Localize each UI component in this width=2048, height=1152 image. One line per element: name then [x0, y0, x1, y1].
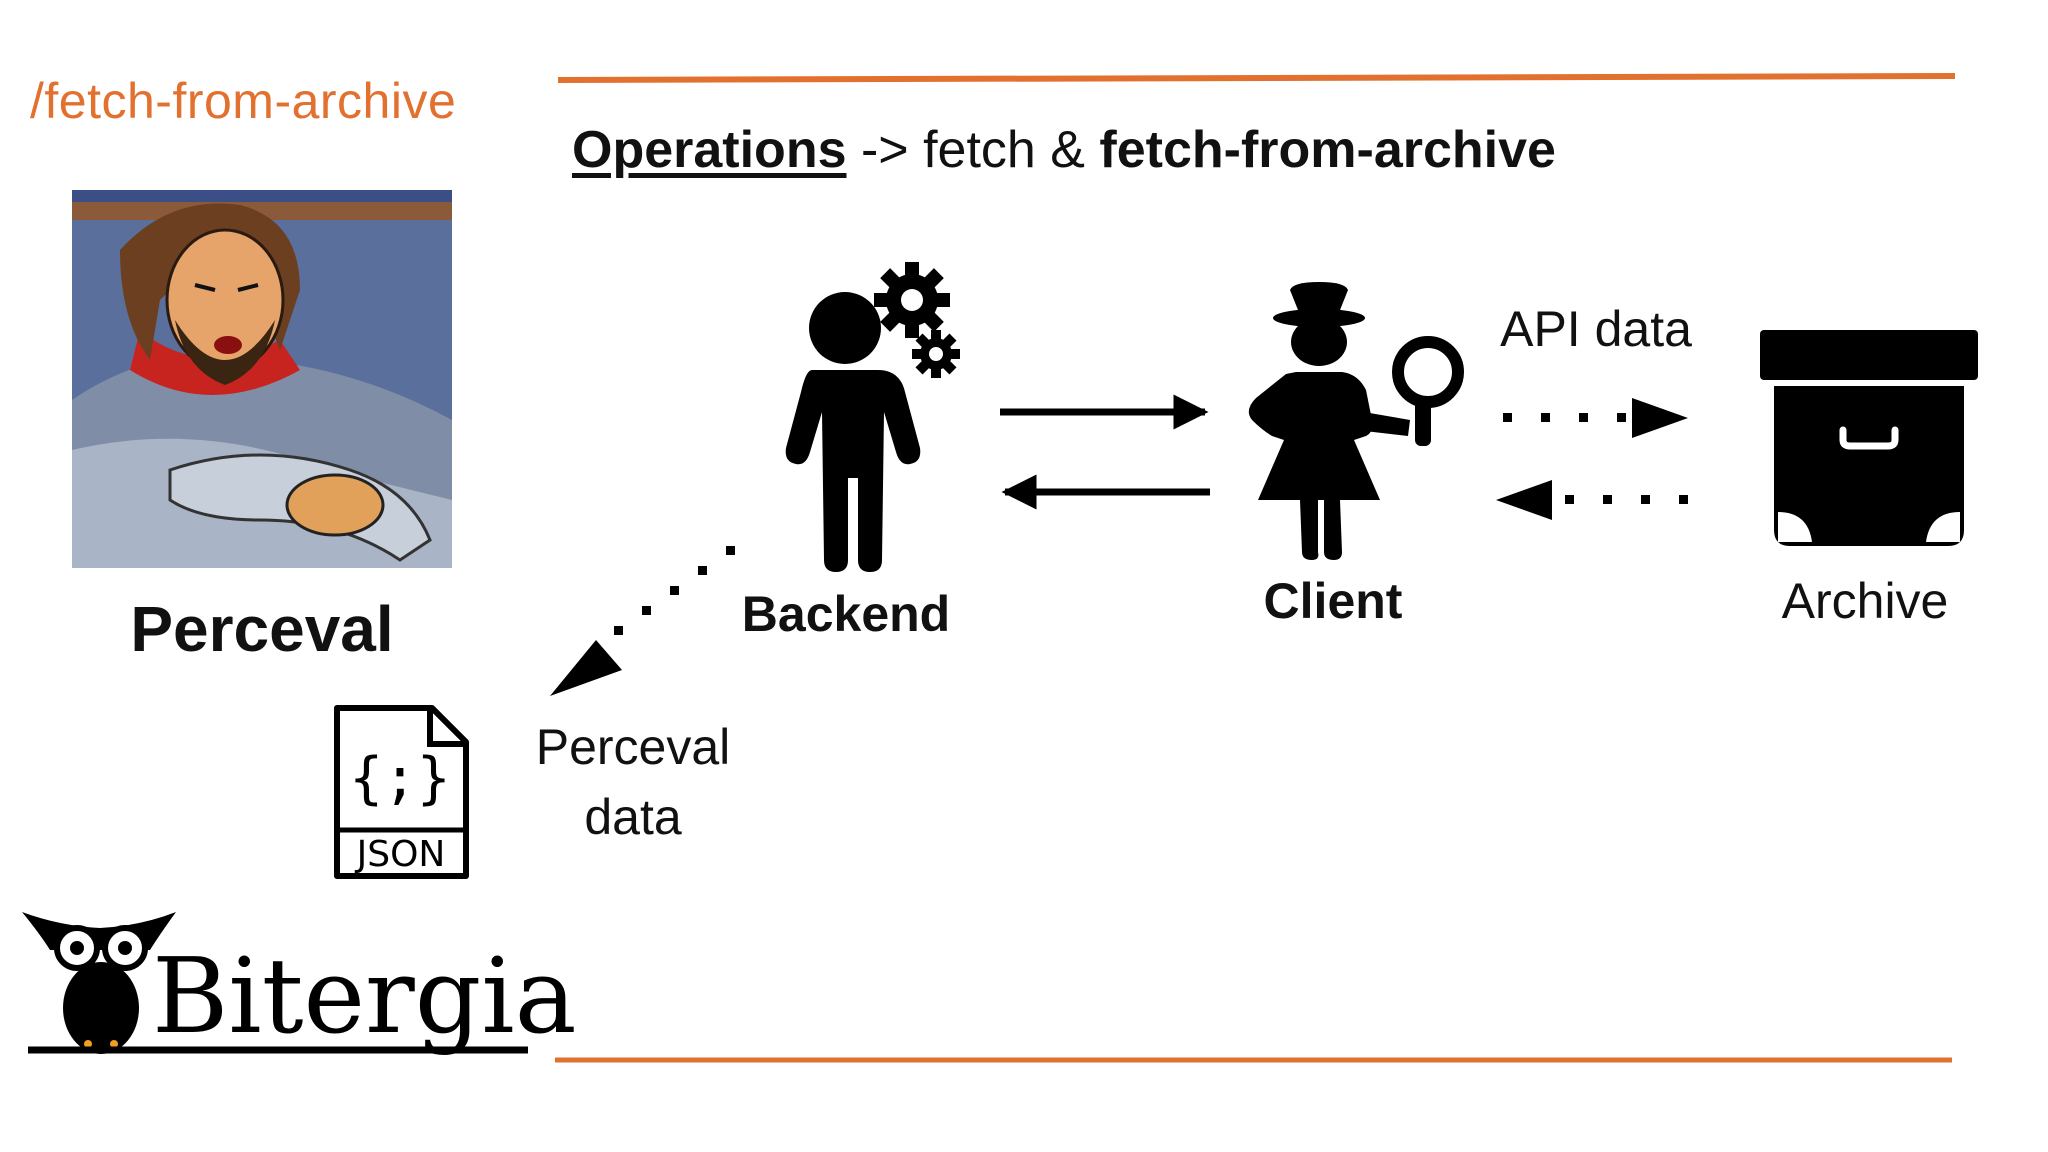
operations-heading: Operations -> fetch & fetch-from-archive — [572, 120, 1556, 180]
json-icon-text: JSON — [355, 834, 446, 875]
perceval-data-label-line1: Perceval — [535, 719, 731, 775]
operations-target: fetch-from-archive — [1099, 121, 1556, 179]
json-file-icon: {;} JSON — [334, 705, 469, 879]
perceval-data-label-line2: data — [584, 789, 682, 845]
backend-person-gears-icon — [785, 262, 960, 572]
client-detective-icon — [1248, 282, 1464, 560]
operations-arrow-text: -> fetch & — [846, 121, 1100, 179]
bitergia-owl-logo: Bitergia — [22, 912, 577, 1057]
operations-label: Operations — [572, 121, 847, 179]
archive-box-icon — [1760, 330, 1978, 546]
top-rule — [557, 73, 1956, 83]
api-data-label: API data — [1500, 301, 1692, 357]
client-archive-dotted-arrows — [1496, 398, 1688, 520]
client-label: Client — [1263, 573, 1403, 629]
perceval-portrait — [72, 190, 452, 568]
json-icon-braces: {;} — [349, 746, 450, 811]
bitergia-wordmark: Bitergia — [152, 935, 577, 1057]
route-title: /fetch-from-archive — [30, 73, 457, 129]
backend-json-dotted-arrow — [550, 546, 735, 696]
archive-label: Archive — [1781, 573, 1949, 629]
perceval-label: Perceval — [130, 593, 394, 665]
backend-label: Backend — [741, 586, 951, 642]
backend-client-arrows — [1000, 394, 1210, 510]
